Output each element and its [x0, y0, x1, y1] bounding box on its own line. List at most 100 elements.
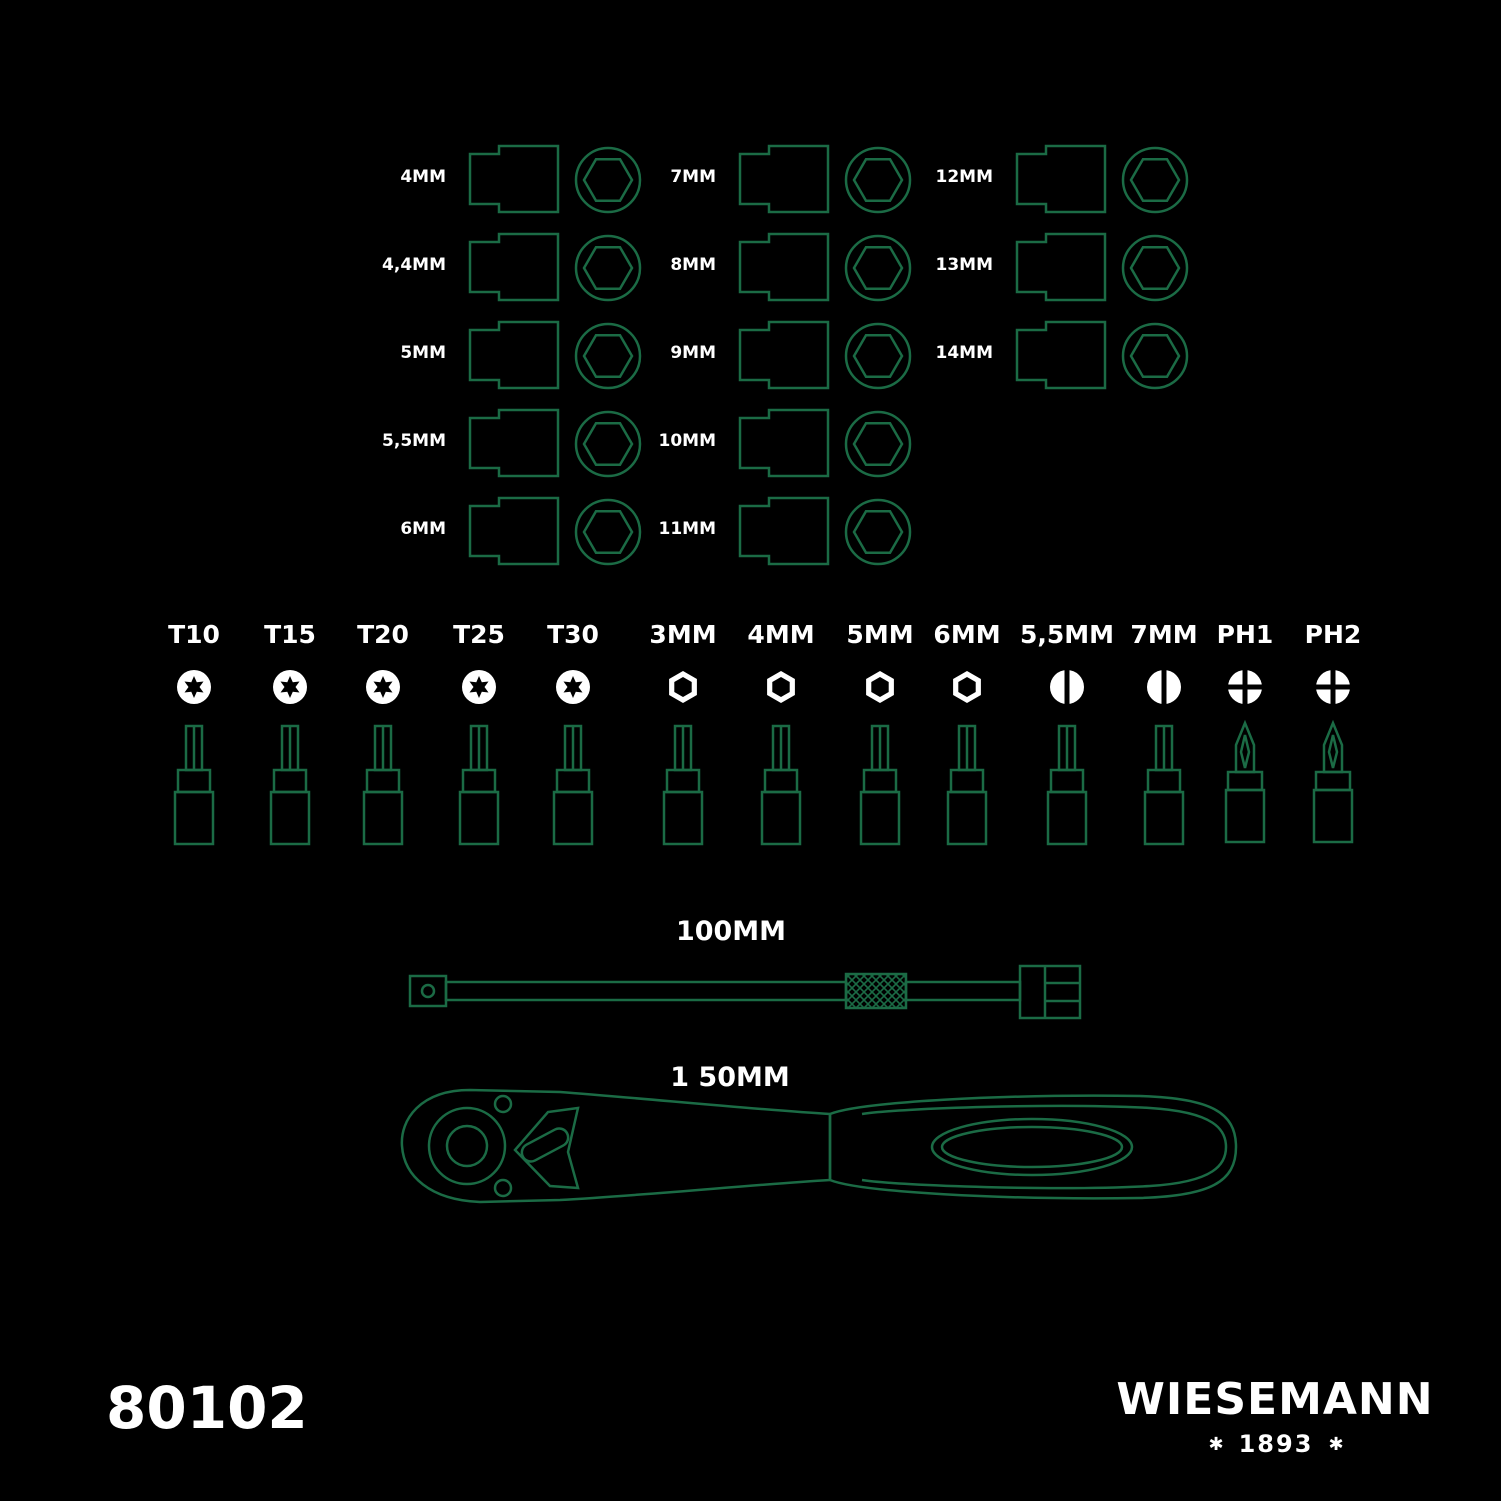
socket-side-view [468, 232, 560, 302]
torx-icon [177, 670, 211, 704]
bit-size-label: 5MM [846, 620, 913, 649]
hex-opening-icon [852, 245, 904, 291]
socket-end-view [844, 234, 912, 302]
torx-icon [366, 670, 400, 704]
socket-size-label: 6MM [400, 519, 446, 539]
slotted-icon [1050, 670, 1084, 704]
bit-size-label: 4MM [747, 620, 814, 649]
hex-opening-icon [852, 333, 904, 379]
socket-side-view [1015, 320, 1107, 390]
hex-opening-icon [852, 421, 904, 467]
socket-end-view [844, 498, 912, 566]
socket-side-view [1015, 232, 1107, 302]
hex-opening-icon [582, 157, 634, 203]
bit-size-label: 6MM [933, 620, 1000, 649]
socket-side-view [738, 496, 830, 566]
bit-body [362, 724, 404, 846]
bit-torx: T30 [547, 620, 599, 846]
hex-opening-icon [852, 157, 904, 203]
bit-body [1312, 719, 1354, 844]
bit-body [173, 724, 215, 846]
socket-side-view [738, 232, 830, 302]
socket-end-view [1121, 322, 1189, 390]
hex-opening-icon [582, 333, 634, 379]
socket: 14MM [936, 320, 1189, 390]
ratchet-drive-inner [445, 1124, 489, 1168]
socket-end-view [574, 410, 642, 478]
bit-size-label: T30 [547, 620, 599, 649]
phillips-icon [1228, 670, 1262, 704]
extension-label: 100MM [676, 916, 786, 947]
bit-body [946, 724, 988, 846]
torx-icon [556, 670, 590, 704]
bit-size-label: T20 [357, 620, 409, 649]
socket: 9MM [670, 320, 912, 390]
hex-opening-icon [582, 245, 634, 291]
socket: 13MM [936, 232, 1189, 302]
socket-size-label: 11MM [659, 519, 717, 539]
bit-body [760, 724, 802, 846]
socket-size-label: 7MM [670, 167, 716, 187]
socket-size-label: 14MM [936, 343, 994, 363]
bit-hex: 6MM [933, 620, 1001, 846]
socket-side-view [738, 320, 830, 390]
star-right-icon: ✱ [1328, 1434, 1343, 1455]
socket: 7MM [670, 144, 912, 214]
socket: 4,4MM [382, 232, 642, 302]
ratchet-label: 1 50MM [670, 1062, 790, 1093]
brand-name: WIESEMANN [1116, 1374, 1433, 1425]
socket-size-label: 5MM [400, 343, 446, 363]
bit-torx: T15 [264, 620, 316, 846]
ratchet-lever-slot [520, 1127, 570, 1163]
ratchet-grip-inner [940, 1125, 1124, 1169]
socket-grid: 4MM4,4MM5MM5,5MM6MM7MM8MM9MM10MM11MM12MM… [382, 144, 1189, 566]
socket-side-view [468, 320, 560, 390]
hex-opening-icon [1129, 333, 1181, 379]
bit-slot: 7MM [1130, 620, 1198, 846]
torx-icon [273, 670, 307, 704]
ratchet-screw-top [493, 1094, 513, 1114]
ratchet-drive-outer [427, 1106, 507, 1186]
socket-side-view [468, 496, 560, 566]
socket-side-view [468, 144, 560, 214]
socket: 11MM [659, 496, 912, 566]
bit-size-label: 3MM [649, 620, 716, 649]
socket-size-label: 12MM [936, 167, 994, 187]
bit-torx: T20 [357, 620, 409, 846]
star-left-icon: ✱ [1208, 1434, 1223, 1455]
ratchet-grip-outer [930, 1117, 1134, 1177]
socket-end-view [574, 498, 642, 566]
bit-body [458, 724, 500, 846]
brand-year: 1893 [1239, 1430, 1314, 1458]
bit-body [552, 724, 594, 846]
ratchet-grip-line [861, 1104, 1228, 1190]
extension-socket-end [1018, 964, 1082, 1020]
ratchet: 1 50MM [400, 1062, 1238, 1204]
hex-icon [767, 671, 795, 703]
socket-size-label: 10MM [659, 431, 717, 451]
bit-size-label: T25 [453, 620, 505, 649]
socket-size-label: 5,5MM [382, 431, 446, 451]
socket-end-view [574, 146, 642, 214]
hex-opening-icon [1129, 245, 1181, 291]
phillips-icon [1316, 670, 1350, 704]
hex-icon [669, 671, 697, 703]
socket-size-label: 4,4MM [382, 255, 446, 275]
extension-knurl [844, 972, 908, 1010]
extension-bar: 100MM [408, 916, 1082, 1020]
bit-phillips: PH2 [1305, 620, 1362, 844]
socket-side-view [738, 408, 830, 478]
socket-end-view [844, 146, 912, 214]
bit-size-label: PH2 [1305, 620, 1362, 649]
slotted-icon [1147, 670, 1181, 704]
ratchet-screw-bottom [493, 1178, 513, 1198]
socket: 4MM [400, 144, 642, 214]
socket-end-view [1121, 234, 1189, 302]
socket-end-view [574, 234, 642, 302]
bit-body [1046, 724, 1088, 846]
socket: 6MM [400, 496, 642, 566]
hex-opening-icon [582, 421, 634, 467]
